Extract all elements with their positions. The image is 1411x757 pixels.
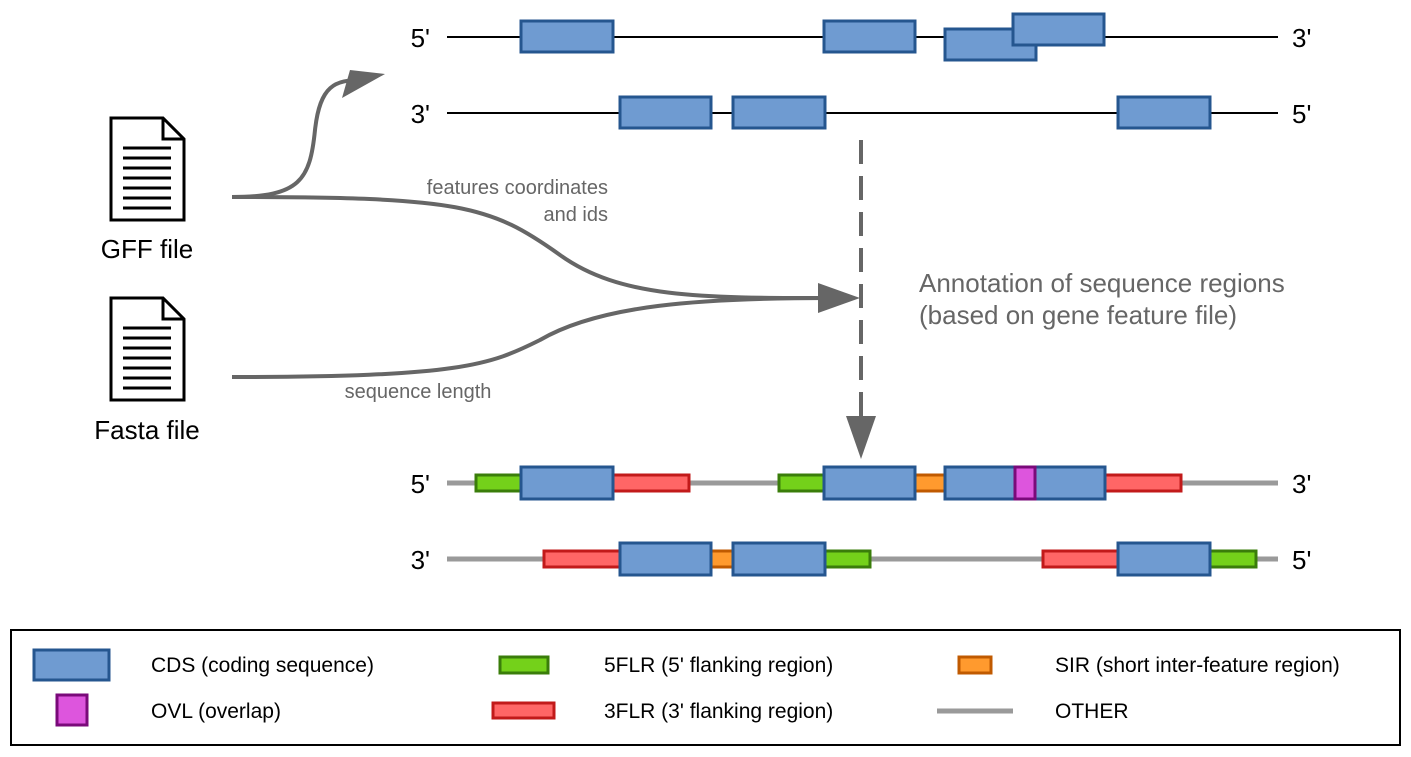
legend-sir-swatch bbox=[957, 655, 993, 675]
gff-to-feature-arrow bbox=[231, 75, 366, 199]
gff-edge-label-2: and ids bbox=[544, 204, 609, 226]
legend-box bbox=[10, 629, 1401, 746]
legend-cds-label: CDS (coding sequence) bbox=[151, 654, 374, 677]
output-strand-1-right-label: 3' bbox=[1292, 469, 1311, 499]
input-cds-4 bbox=[1011, 12, 1106, 47]
input-strand-1-left-label: 5' bbox=[411, 23, 430, 53]
fasta-edge-label: sequence length bbox=[345, 381, 492, 403]
output-5flr-4 bbox=[1208, 549, 1258, 569]
merge-arrowhead bbox=[818, 283, 860, 313]
output-5flr-3 bbox=[822, 549, 872, 569]
legend-5flr-label: 5FLR (5' flanking region) bbox=[604, 654, 833, 677]
legend-ovl-label: OVL (overlap) bbox=[151, 700, 281, 723]
output-3flr-1 bbox=[610, 473, 691, 493]
output-cds-2 bbox=[822, 465, 917, 501]
input-strand-2-right-label: 5' bbox=[1292, 99, 1311, 129]
fasta-file-label: Fasta file bbox=[94, 415, 200, 445]
output-3flr-2 bbox=[1102, 473, 1183, 493]
output-5flr-1 bbox=[474, 473, 524, 493]
output-cds-7 bbox=[1116, 541, 1212, 577]
annotation-subtitle: (based on gene feature file) bbox=[919, 300, 1237, 330]
input-strand-1-right-label: 3' bbox=[1292, 23, 1311, 53]
output-5flr-2 bbox=[777, 473, 827, 493]
output-strand-2-left-label: 3' bbox=[411, 545, 430, 575]
gff-edge-label-1: features coordinates bbox=[427, 177, 608, 199]
output-cds-1 bbox=[519, 465, 615, 501]
annotation-title: Annotation of sequence regions bbox=[919, 268, 1285, 298]
gff-to-annotation-arrow bbox=[231, 195, 831, 300]
output-ovl-1 bbox=[1013, 465, 1037, 501]
legend-other-label: OTHER bbox=[1055, 700, 1129, 723]
output-cds-6 bbox=[731, 541, 827, 577]
output-cds-4 bbox=[1033, 465, 1107, 501]
input-cds-1 bbox=[519, 19, 615, 54]
input-cds-7 bbox=[1116, 95, 1212, 130]
legend-3flr-swatch bbox=[491, 701, 556, 720]
fasta-file-icon bbox=[109, 296, 186, 402]
dashed-arrowhead bbox=[846, 416, 876, 459]
output-cds-5 bbox=[618, 541, 713, 577]
output-cds-3 bbox=[943, 465, 1017, 501]
output-strand-2-right-label: 5' bbox=[1292, 545, 1311, 575]
legend-cds-swatch bbox=[32, 648, 111, 682]
output-sir-2 bbox=[708, 549, 736, 569]
fasta-to-annotation-arrow bbox=[231, 296, 831, 379]
output-3flr-3 bbox=[542, 549, 623, 569]
input-cds-5 bbox=[618, 95, 713, 130]
output-sir-1 bbox=[912, 473, 948, 493]
legend-ovl-swatch bbox=[55, 693, 89, 727]
output-strand-1-left-label: 5' bbox=[411, 469, 430, 499]
gff-file-icon bbox=[109, 116, 186, 222]
input-cds-6 bbox=[731, 95, 827, 130]
gff-file-label: GFF file bbox=[101, 234, 193, 264]
legend-sir-label: SIR (short inter-feature region) bbox=[1055, 654, 1340, 677]
input-cds-2 bbox=[822, 19, 917, 54]
legend-3flr-label: 3FLR (3' flanking region) bbox=[604, 700, 833, 723]
input-strand-2-left-label: 3' bbox=[411, 99, 430, 129]
output-3flr-4 bbox=[1041, 549, 1122, 569]
legend-5flr-swatch bbox=[498, 655, 550, 675]
gff-arrowhead bbox=[342, 70, 385, 98]
